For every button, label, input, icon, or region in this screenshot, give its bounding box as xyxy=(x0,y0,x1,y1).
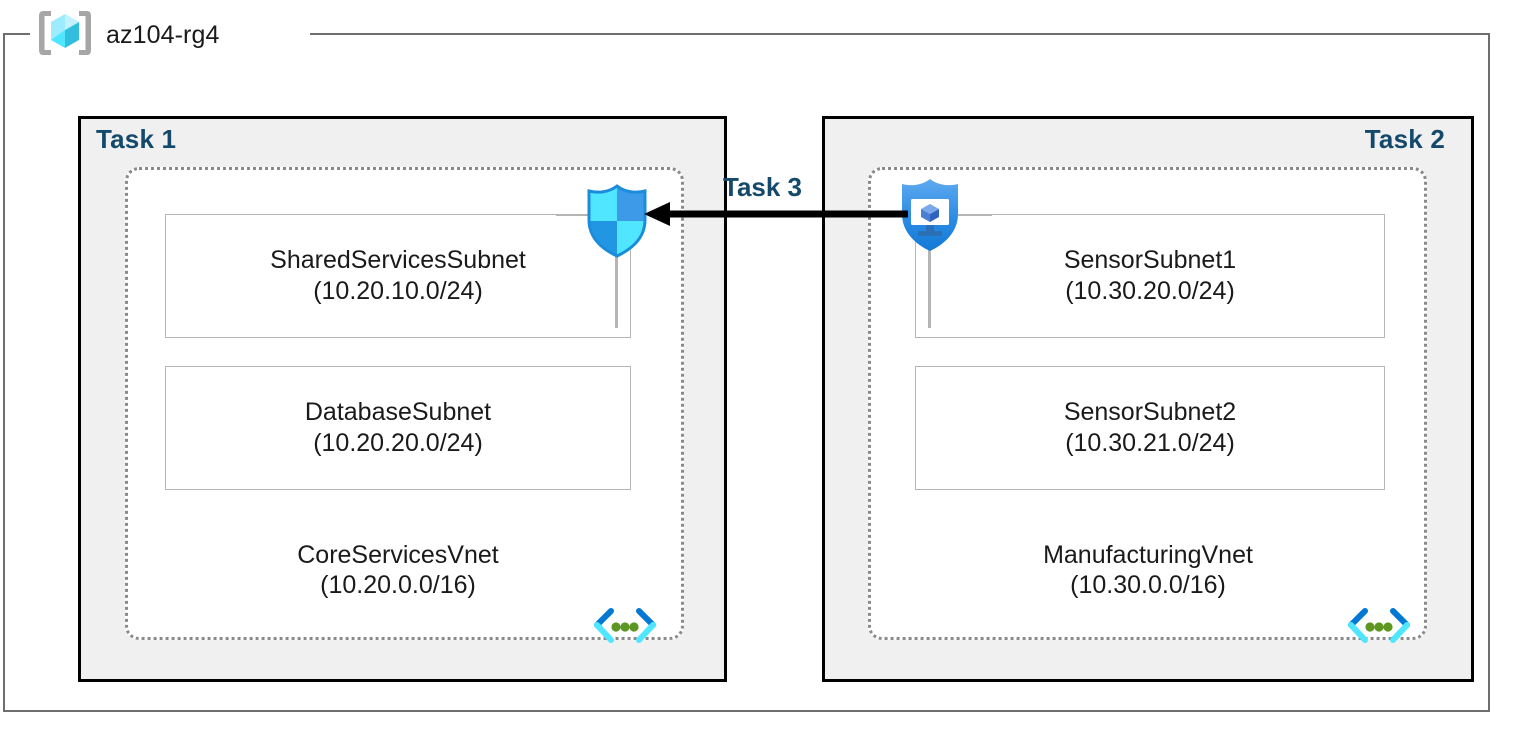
task-1-label: Task 1 xyxy=(96,124,177,154)
task-2-label: Task 2 xyxy=(1364,124,1445,154)
vnet-name: ManufacturingVnet xyxy=(1043,541,1253,569)
vnet-cidr: (10.30.0.0/16) xyxy=(1070,571,1226,599)
virtual-network-icon xyxy=(1346,606,1412,646)
subnet-name: DatabaseSubnet xyxy=(304,397,492,426)
firewall-connector-line xyxy=(556,214,588,216)
resource-group-boundary xyxy=(3,33,1490,712)
task-3-label: Task 3 xyxy=(723,172,803,202)
subnet-cidr: (10.20.20.0/24) xyxy=(313,429,483,457)
subnet-cidr: (10.30.21.0/24) xyxy=(1065,429,1235,457)
azure-resource-group-icon xyxy=(38,8,92,63)
subnet-name: SharedServicesSubnet xyxy=(270,245,526,274)
resource-group-title: az104-rg4 xyxy=(106,20,220,49)
bastion-connector-line xyxy=(928,243,931,328)
subnet-cidr: (10.20.10.0/24) xyxy=(313,277,483,305)
virtual-network-icon xyxy=(592,606,658,646)
subnet-sensor-2[interactable]: SensorSubnet2 (10.30.21.0/24) xyxy=(915,366,1385,490)
task-3-connection-arrow xyxy=(644,202,908,226)
subnet-name: SensorSubnet1 xyxy=(1063,245,1237,274)
subnet-cidr: (10.30.20.0/24) xyxy=(1065,277,1235,305)
subnet-shared-services[interactable]: SharedServicesSubnet (10.20.10.0/24) xyxy=(165,214,631,338)
core-services-vnet-caption: CoreServicesVnet (10.20.0.0/16) xyxy=(168,540,628,600)
vnet-name: CoreServicesVnet xyxy=(297,541,499,569)
network-security-shield-icon xyxy=(584,184,650,258)
firewall-connector-line xyxy=(615,248,618,328)
subnet-database[interactable]: DatabaseSubnet (10.20.20.0/24) xyxy=(165,366,631,490)
manufacturing-vnet-caption: ManufacturingVnet (10.30.0.0/16) xyxy=(918,540,1378,600)
vnet-cidr: (10.20.0.0/16) xyxy=(320,571,476,599)
azure-bastion-icon xyxy=(896,177,964,253)
subnet-name: SensorSubnet2 xyxy=(1063,397,1237,426)
bastion-connector-line xyxy=(958,214,992,216)
resource-group-header: az104-rg4 xyxy=(38,9,219,61)
subnet-sensor-1[interactable]: SensorSubnet1 (10.30.20.0/24) xyxy=(915,214,1385,338)
